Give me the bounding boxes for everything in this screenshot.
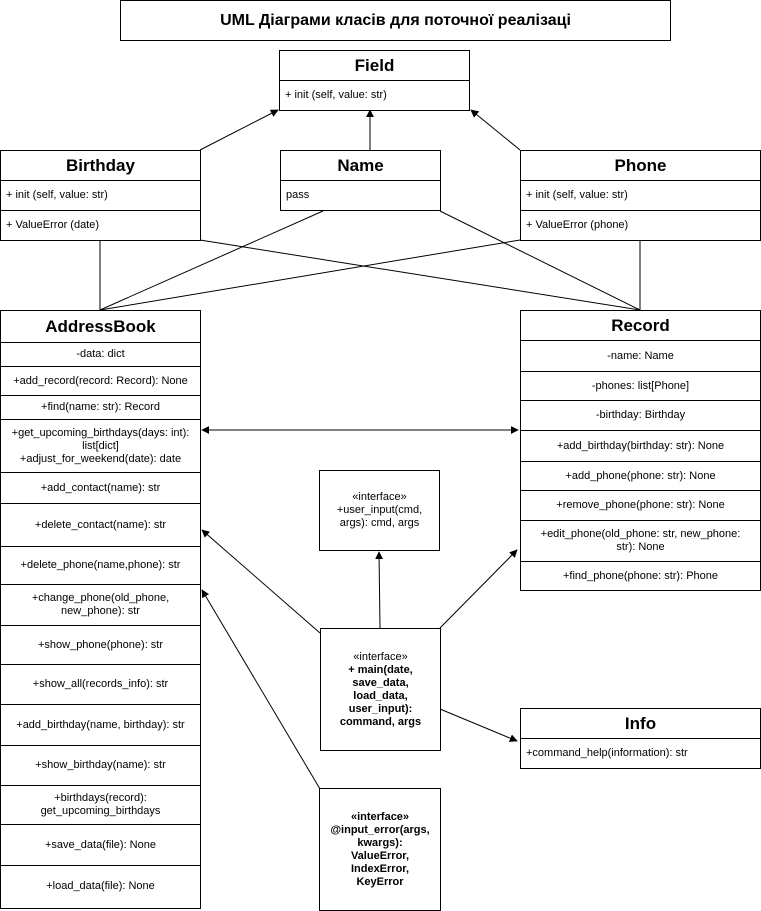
class-record-member: +find_phone(phone: str): Phone xyxy=(562,569,719,582)
class-addressbook-member: +get_upcoming_birthdays(days: int): list… xyxy=(11,426,190,452)
class-name-member: pass xyxy=(286,189,310,201)
class-info-name: Info xyxy=(521,709,760,739)
class-record: Record -name: Name -phones: list[Phone] … xyxy=(520,310,761,591)
interface-main-text: + main(date, save_data, load_data, user_… xyxy=(339,663,422,728)
class-addressbook-member-group: +get_upcoming_birthdays(days: int): list… xyxy=(1,420,200,473)
class-record-member: +add_phone(phone: str): None xyxy=(521,462,760,491)
class-addressbook-member: +show_all(records_info): str xyxy=(1,665,200,705)
class-info-member: +command_help(information): str xyxy=(526,747,688,759)
class-addressbook-member: +add_birthday(name, birthday): str xyxy=(1,705,200,746)
main-to-user-input-arrow xyxy=(375,551,384,629)
class-field-member: + init (self, value: str) xyxy=(285,89,387,101)
class-record-member: -name: Name xyxy=(521,341,760,372)
class-addressbook-member: +add_contact(name): str xyxy=(1,473,200,504)
class-addressbook-name: AddressBook xyxy=(1,311,200,343)
interface-user-input-stereotype: «interface» xyxy=(352,491,407,503)
class-phone-member: + init (self, value: str) xyxy=(521,181,760,211)
class-birthday: Birthday + init (self, value: str) + Val… xyxy=(0,150,201,241)
phone-addressbook-line xyxy=(99,239,521,311)
birthday-record-line xyxy=(199,239,641,311)
interface-input-error-text: @input_error(args, kwargs): ValueError, … xyxy=(330,823,430,888)
class-name: Name pass xyxy=(280,150,441,211)
class-name-name: Name xyxy=(281,151,440,181)
diagram-title: UML Діаграми класів для поточної реаліза… xyxy=(120,0,671,41)
class-record-member: -phones: list[Phone] xyxy=(521,372,760,401)
class-field: Field + init (self, value: str) xyxy=(279,50,470,111)
class-record-member: -birthday: Birthday xyxy=(521,401,760,431)
class-birthday-name: Birthday xyxy=(1,151,200,181)
name-addressbook-line xyxy=(99,210,324,311)
interface-user-input-text: +user_input(cmd, args): cmd, args xyxy=(336,504,423,529)
main-to-addressbook-arrow xyxy=(201,529,321,634)
class-field-name: Field xyxy=(280,51,469,81)
class-record-name: Record xyxy=(521,311,760,341)
class-addressbook-member: +change_phone(old_phone, new_phone): str xyxy=(1,585,200,626)
main-to-info-arrow xyxy=(439,708,518,742)
class-info: Info +command_help(information): str xyxy=(520,708,761,769)
input-error-to-addressbook-arrow xyxy=(201,589,321,790)
birthday-to-field-arrow xyxy=(199,109,279,151)
class-addressbook: AddressBook -data: dict +add_record(reco… xyxy=(0,310,201,909)
interface-main-stereotype: «interface» xyxy=(353,650,408,663)
class-phone-name: Phone xyxy=(521,151,760,181)
main-to-record-arrow xyxy=(439,549,518,629)
class-addressbook-member: +find(name: str): Record xyxy=(1,396,200,420)
interface-main: «interface» + main(date, save_data, load… xyxy=(320,628,441,751)
class-record-member: +add_birthday(birthday: str): None xyxy=(521,431,760,462)
class-addressbook-member: -data: dict xyxy=(1,343,200,367)
class-addressbook-member: +show_phone(phone): str xyxy=(1,626,200,665)
class-addressbook-member: +load_data(file): None xyxy=(46,879,155,892)
interface-input-error: «interface» @input_error(args, kwargs): … xyxy=(319,788,441,911)
class-addressbook-member: +add_record(record: Record): None xyxy=(1,367,200,396)
class-record-member: +remove_phone(phone: str): None xyxy=(521,491,760,521)
phone-to-field-arrow xyxy=(470,109,521,151)
class-phone: Phone + init (self, value: str) + ValueE… xyxy=(520,150,761,241)
interface-user-input: «interface» +user_input(cmd, args): cmd,… xyxy=(319,470,440,551)
name-record-line xyxy=(439,210,641,311)
class-phone-member: + ValueError (phone) xyxy=(526,219,629,231)
class-birthday-member: + ValueError (date) xyxy=(6,219,100,231)
class-addressbook-member: +birthdays(record): get_upcoming_birthda… xyxy=(1,786,200,825)
class-addressbook-member: +delete_phone(name,phone): str xyxy=(1,547,200,585)
interface-input-error-stereotype: «interface» xyxy=(350,810,410,823)
class-addressbook-member: +delete_contact(name): str xyxy=(1,504,200,547)
class-addressbook-member: +show_birthday(name): str xyxy=(1,746,200,786)
class-birthday-member: + init (self, value: str) xyxy=(1,181,200,211)
class-record-member: +edit_phone(old_phone: str, new_phone: s… xyxy=(521,521,760,562)
class-addressbook-member: +adjust_for_weekend(date): date xyxy=(19,452,182,465)
class-addressbook-member: +save_data(file): None xyxy=(1,825,200,866)
